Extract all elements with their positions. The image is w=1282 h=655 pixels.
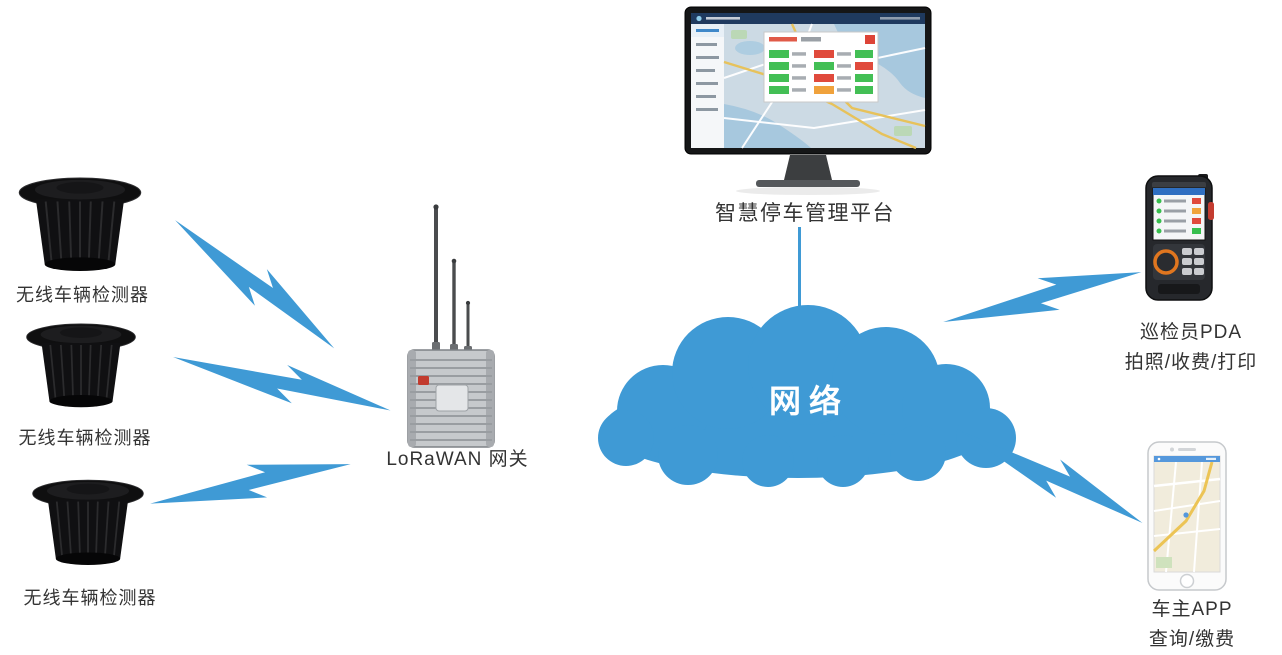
vehicle-detector-icon	[31, 479, 145, 566]
detector-label: 无线车辆检测器	[16, 285, 149, 305]
cloud-label: 网络	[768, 383, 849, 419]
pda-subtitle: 拍照/收费/打印	[1124, 352, 1258, 373]
vehicle-detector-icon	[18, 176, 142, 273]
lightning-bolt-icon	[960, 430, 1143, 524]
lorawan-gateway-icon	[407, 204, 495, 448]
detector-label: 无线车辆检测器	[23, 588, 157, 608]
management-platform-monitor	[684, 6, 932, 195]
lightning-bolt-icon	[173, 357, 391, 411]
vehicle-detector-icon	[25, 323, 137, 409]
platform-label: 智慧停车管理平台	[715, 202, 895, 225]
detector-label: 无线车辆检测器	[18, 428, 152, 448]
owner-app-subtitle: 查询/缴费	[1148, 629, 1236, 650]
pda-label: 巡检员PDA 拍照/收费/打印	[1100, 318, 1282, 378]
gateway-label: LoRaWAN 网关	[386, 449, 529, 470]
pda-title: 巡检员PDA	[1139, 322, 1243, 343]
lightning-bolt-icon	[175, 220, 335, 349]
owner-app-label: 车主APP 查询/缴费	[1108, 595, 1276, 655]
owner-app-title: 车主APP	[1151, 599, 1233, 620]
platform-cloud-connector	[798, 227, 801, 311]
smartphone-icon	[1147, 441, 1227, 591]
lightning-bolt-icon	[150, 464, 351, 504]
pda-icon	[1145, 174, 1214, 301]
network-cloud-shape	[598, 305, 1016, 487]
lightning-bolt-icon	[943, 272, 1142, 323]
